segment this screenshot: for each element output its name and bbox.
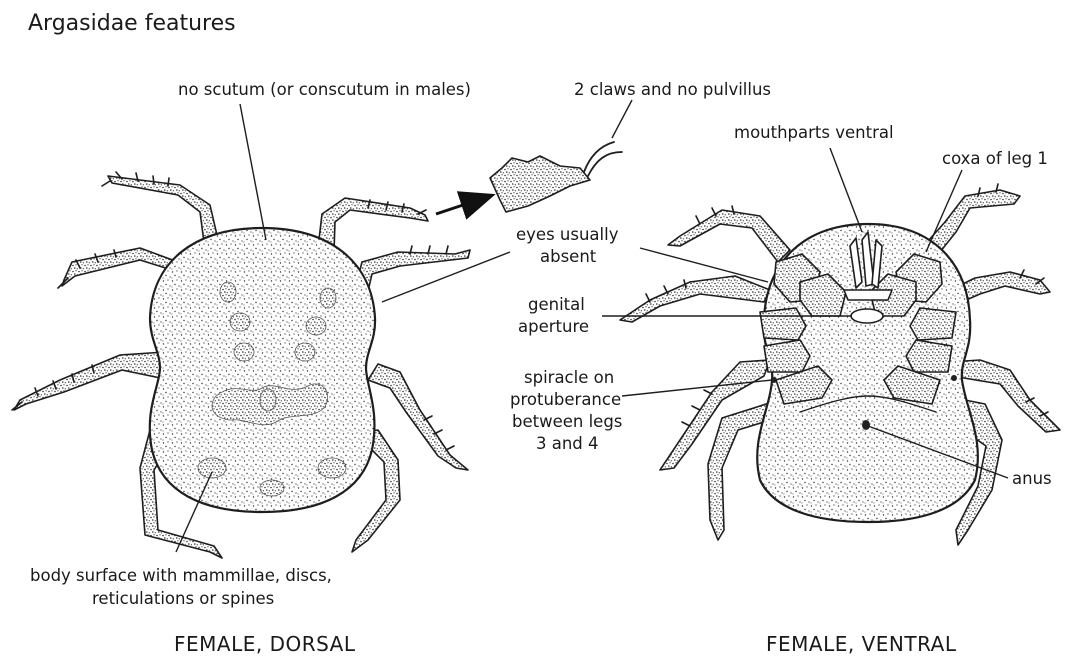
leader-spiracle	[622, 380, 772, 396]
leader-eyes-ventral	[640, 248, 768, 282]
caption-dorsal: FEMALE, DORSAL	[174, 632, 356, 656]
genital-aperture	[851, 309, 883, 323]
label-spiracle-line3: between legs	[512, 412, 622, 431]
leader-no-scutum	[240, 104, 266, 240]
label-surface-line2: reticulations or spines	[92, 589, 274, 608]
label-spiracle-line1: spiracle on	[524, 368, 614, 387]
caption-ventral: FEMALE, VENTRAL	[766, 632, 957, 656]
label-eyes-line2: absent	[540, 247, 597, 266]
label-genital-line1: genital	[528, 295, 585, 314]
spiracle-right	[951, 375, 957, 381]
leader-claws	[612, 100, 632, 138]
label-no-scutum: no scutum (or conscutum in males)	[178, 80, 471, 99]
figure-title: Argasidae features	[28, 11, 236, 36]
label-claws: 2 claws and no pulvillus	[574, 80, 771, 99]
ventral-tick-illustration	[620, 184, 1060, 545]
label-genital-line2: aperture	[518, 317, 589, 336]
label-eyes-line1: eyes usually	[516, 225, 619, 244]
leader-mouthparts	[830, 148, 862, 232]
label-mouthparts: mouthparts ventral	[734, 123, 894, 142]
label-coxa: coxa of leg 1	[942, 149, 1048, 168]
claw-enlargement	[436, 142, 622, 214]
anus-mark	[862, 420, 870, 430]
dorsal-tick-illustration	[12, 142, 622, 558]
label-anus: anus	[1012, 469, 1052, 488]
label-surface-line1: body surface with mammillae, discs,	[30, 566, 332, 585]
label-spiracle-line2: protuberance	[510, 390, 621, 409]
label-spiracle-line4: 3 and 4	[536, 434, 599, 453]
enlargement-arrow	[436, 196, 490, 214]
